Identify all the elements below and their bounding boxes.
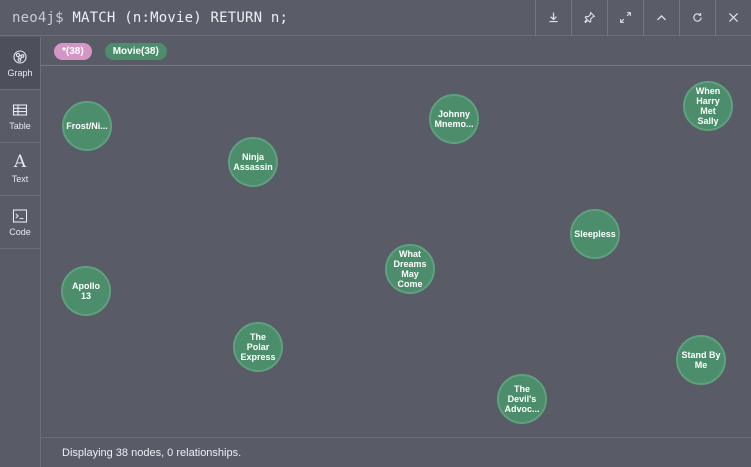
table-icon bbox=[12, 103, 28, 116]
rerun-button[interactable] bbox=[679, 0, 715, 36]
query-bar: neo4j$ MATCH (n:Movie) RETURN n; bbox=[0, 0, 751, 36]
label-bar: *(38) Movie(38) bbox=[41, 37, 751, 66]
graph-canvas[interactable]: Frost/Ni... Ninja Assassin Johnny Mnemo.… bbox=[41, 67, 751, 437]
graph-node[interactable]: The Devil's Advoc... bbox=[497, 374, 547, 424]
download-icon bbox=[549, 12, 558, 23]
close-icon bbox=[729, 13, 738, 22]
text-icon: A bbox=[13, 152, 27, 172]
sidebar-item-table[interactable]: Table bbox=[0, 90, 40, 143]
query-text[interactable]: neo4j$ MATCH (n:Movie) RETURN n; bbox=[0, 10, 535, 26]
graph-node[interactable]: What Dreams May Come bbox=[385, 244, 435, 294]
result-status: Displaying 38 nodes, 0 relationships. bbox=[41, 437, 751, 467]
graph-node[interactable]: Apollo 13 bbox=[61, 266, 111, 316]
sidebar-item-label: Code bbox=[9, 226, 31, 237]
expand-icon bbox=[620, 12, 631, 23]
status-text: Displaying 38 nodes, 0 relationships. bbox=[62, 446, 242, 459]
query-statement: MATCH (n:Movie) RETURN n; bbox=[72, 9, 289, 26]
view-sidebar: Graph Table A Text Code bbox=[0, 37, 41, 467]
collapse-icon bbox=[656, 14, 667, 21]
graph-node[interactable]: Ninja Assassin bbox=[228, 137, 278, 187]
graph-icon bbox=[13, 49, 27, 64]
refresh-icon bbox=[693, 13, 702, 22]
sidebar-item-label: Table bbox=[9, 120, 31, 131]
label-pill-all[interactable]: *(38) bbox=[54, 42, 92, 60]
graph-node[interactable]: Johnny Mnemo... bbox=[429, 94, 479, 144]
graph-node[interactable]: The Polar Express bbox=[233, 322, 283, 372]
sidebar-item-label: Text bbox=[11, 174, 29, 184]
graph-node[interactable]: Frost/Ni... bbox=[62, 101, 112, 151]
close-button[interactable] bbox=[715, 0, 751, 36]
sidebar-item-label: Graph bbox=[7, 67, 33, 78]
download-button[interactable] bbox=[535, 0, 571, 36]
query-prompt: neo4j$ bbox=[12, 9, 64, 26]
sidebar-item-code[interactable]: Code bbox=[0, 196, 40, 249]
sidebar-item-graph[interactable]: Graph bbox=[0, 37, 40, 90]
collapse-button[interactable] bbox=[643, 0, 679, 36]
fullscreen-button[interactable] bbox=[607, 0, 643, 36]
graph-node[interactable]: Stand By Me bbox=[676, 335, 726, 385]
label-pill-movie[interactable]: Movie(38) bbox=[104, 42, 167, 60]
graph-node[interactable]: Sleepless bbox=[570, 209, 620, 259]
sidebar-item-text[interactable]: A Text bbox=[0, 143, 40, 196]
pin-button[interactable] bbox=[571, 0, 607, 36]
graph-node[interactable]: When Harry Met Sally bbox=[683, 81, 733, 131]
frame-toolbar bbox=[535, 0, 751, 36]
code-icon bbox=[12, 208, 28, 223]
pin-icon bbox=[584, 11, 596, 24]
